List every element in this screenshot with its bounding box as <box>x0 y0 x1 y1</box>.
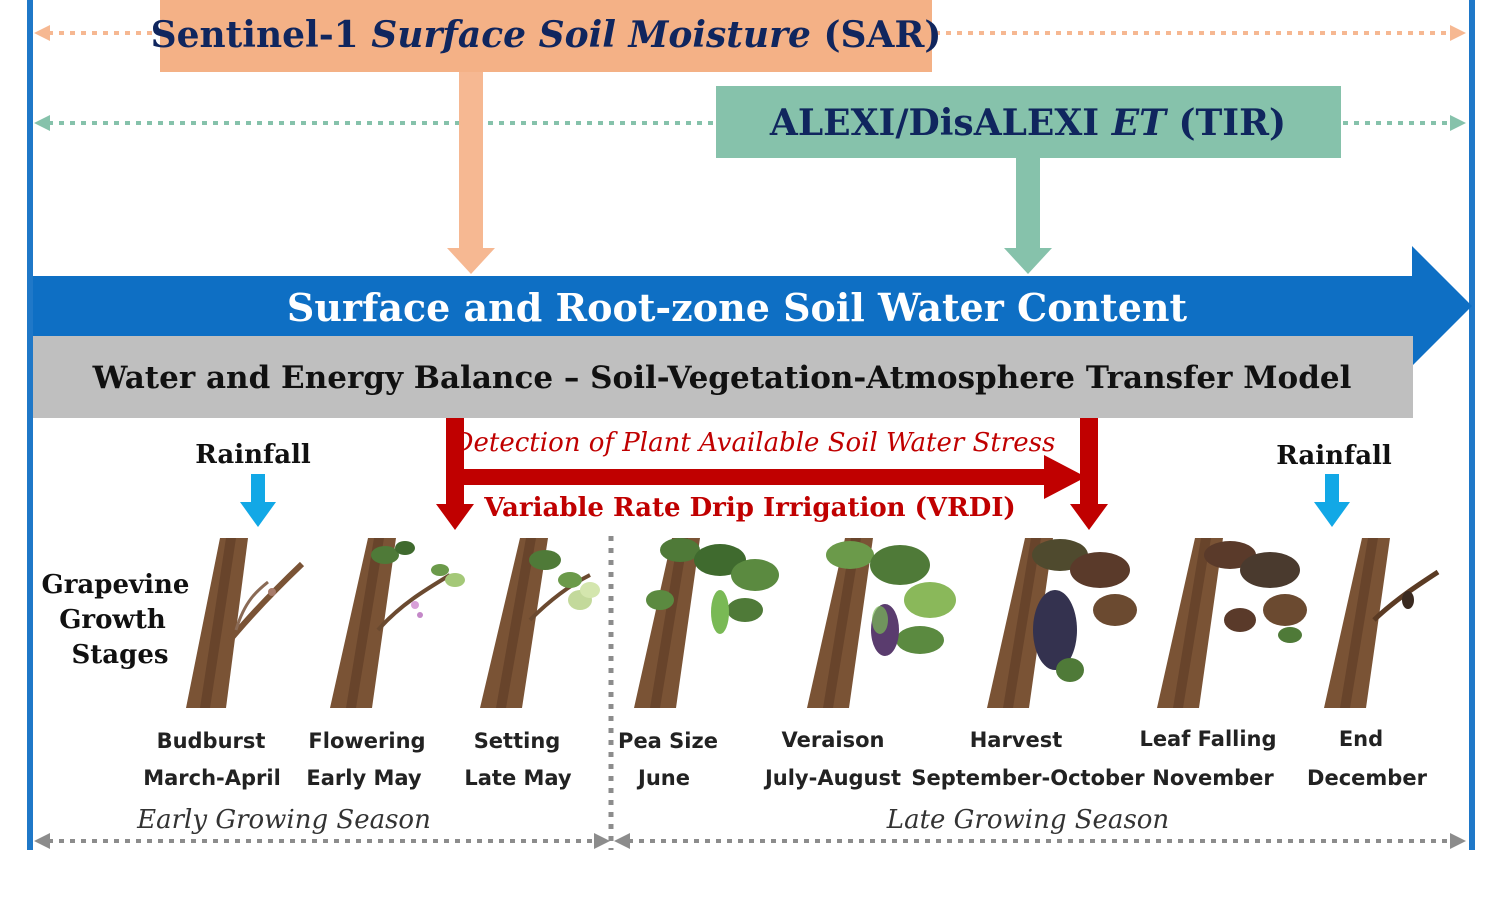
flowering-vine-icon <box>330 538 465 708</box>
late-season-label: Late Growing Season <box>886 805 1169 835</box>
stage-name: End <box>1339 727 1383 751</box>
rainfall-right-arrow <box>1314 474 1350 527</box>
harvest-vine-icon <box>987 538 1137 708</box>
stage-period: March-April <box>143 766 281 790</box>
vrdi-label: Variable Rate Drip Irrigation (VRDI) <box>483 493 1015 523</box>
rainfall-left-label: Rainfall <box>195 440 311 470</box>
irrigation-arrows <box>436 418 1108 530</box>
stage-period: July-August <box>763 766 901 790</box>
tir-span-arrow <box>34 115 1466 131</box>
stage-name: Leaf Falling <box>1139 727 1276 751</box>
early-season-span-arrow <box>34 833 610 849</box>
sar-span-arrow <box>34 25 1466 41</box>
rainfall-right-label: Rainfall <box>1276 441 1392 471</box>
left-timeline-bar <box>27 0 33 850</box>
budburst-vine-icon <box>186 538 305 708</box>
veraison-vine-icon <box>807 538 956 708</box>
detection-label: Detection of Plant Available Soil Water … <box>452 428 1056 458</box>
tir-title: ALEXI/DisALEXI ET (TIR) <box>769 102 1286 144</box>
tir-down-arrow <box>1004 158 1052 274</box>
stage-name: Harvest <box>970 728 1063 752</box>
stage-period: September-October <box>911 766 1145 790</box>
stage-period: November <box>1152 766 1274 790</box>
stage-name: Pea Size <box>618 729 718 753</box>
rainfall-left-arrow <box>240 474 276 527</box>
setting-vine-icon <box>480 538 600 708</box>
end-vine-icon <box>1324 538 1440 708</box>
sar-box <box>160 0 932 72</box>
stage-name: Flowering <box>308 729 425 753</box>
stage-name: Veraison <box>782 728 885 752</box>
late-season-span-arrow <box>614 833 1466 849</box>
stage-name: Setting <box>474 729 561 753</box>
stage-period: June <box>636 766 690 790</box>
stage-labels: Budburst March-April Flowering Early May… <box>143 727 1427 790</box>
stage-period: Late May <box>464 766 572 790</box>
tir-box <box>716 86 1341 158</box>
pea-size-vine-icon <box>634 538 779 708</box>
sar-down-arrow <box>447 72 495 274</box>
stage-name: Budburst <box>157 729 266 753</box>
sar-title: Sentinel-1 Surface Soil Moisture (SAR) <box>151 14 942 56</box>
early-season-label: Early Growing Season <box>136 805 431 835</box>
stage-period: December <box>1307 766 1428 790</box>
leaf-falling-vine-icon <box>1157 538 1307 708</box>
growth-stages-label: Grapevine Growth Stages <box>42 570 199 670</box>
model-band <box>33 336 1413 418</box>
soil-water-label: Surface and Root-zone Soil Water Content <box>287 285 1188 330</box>
right-timeline-bar <box>1469 0 1475 850</box>
model-label: Water and Energy Balance – Soil-Vegetati… <box>92 360 1352 396</box>
stage-period: Early May <box>306 766 421 790</box>
